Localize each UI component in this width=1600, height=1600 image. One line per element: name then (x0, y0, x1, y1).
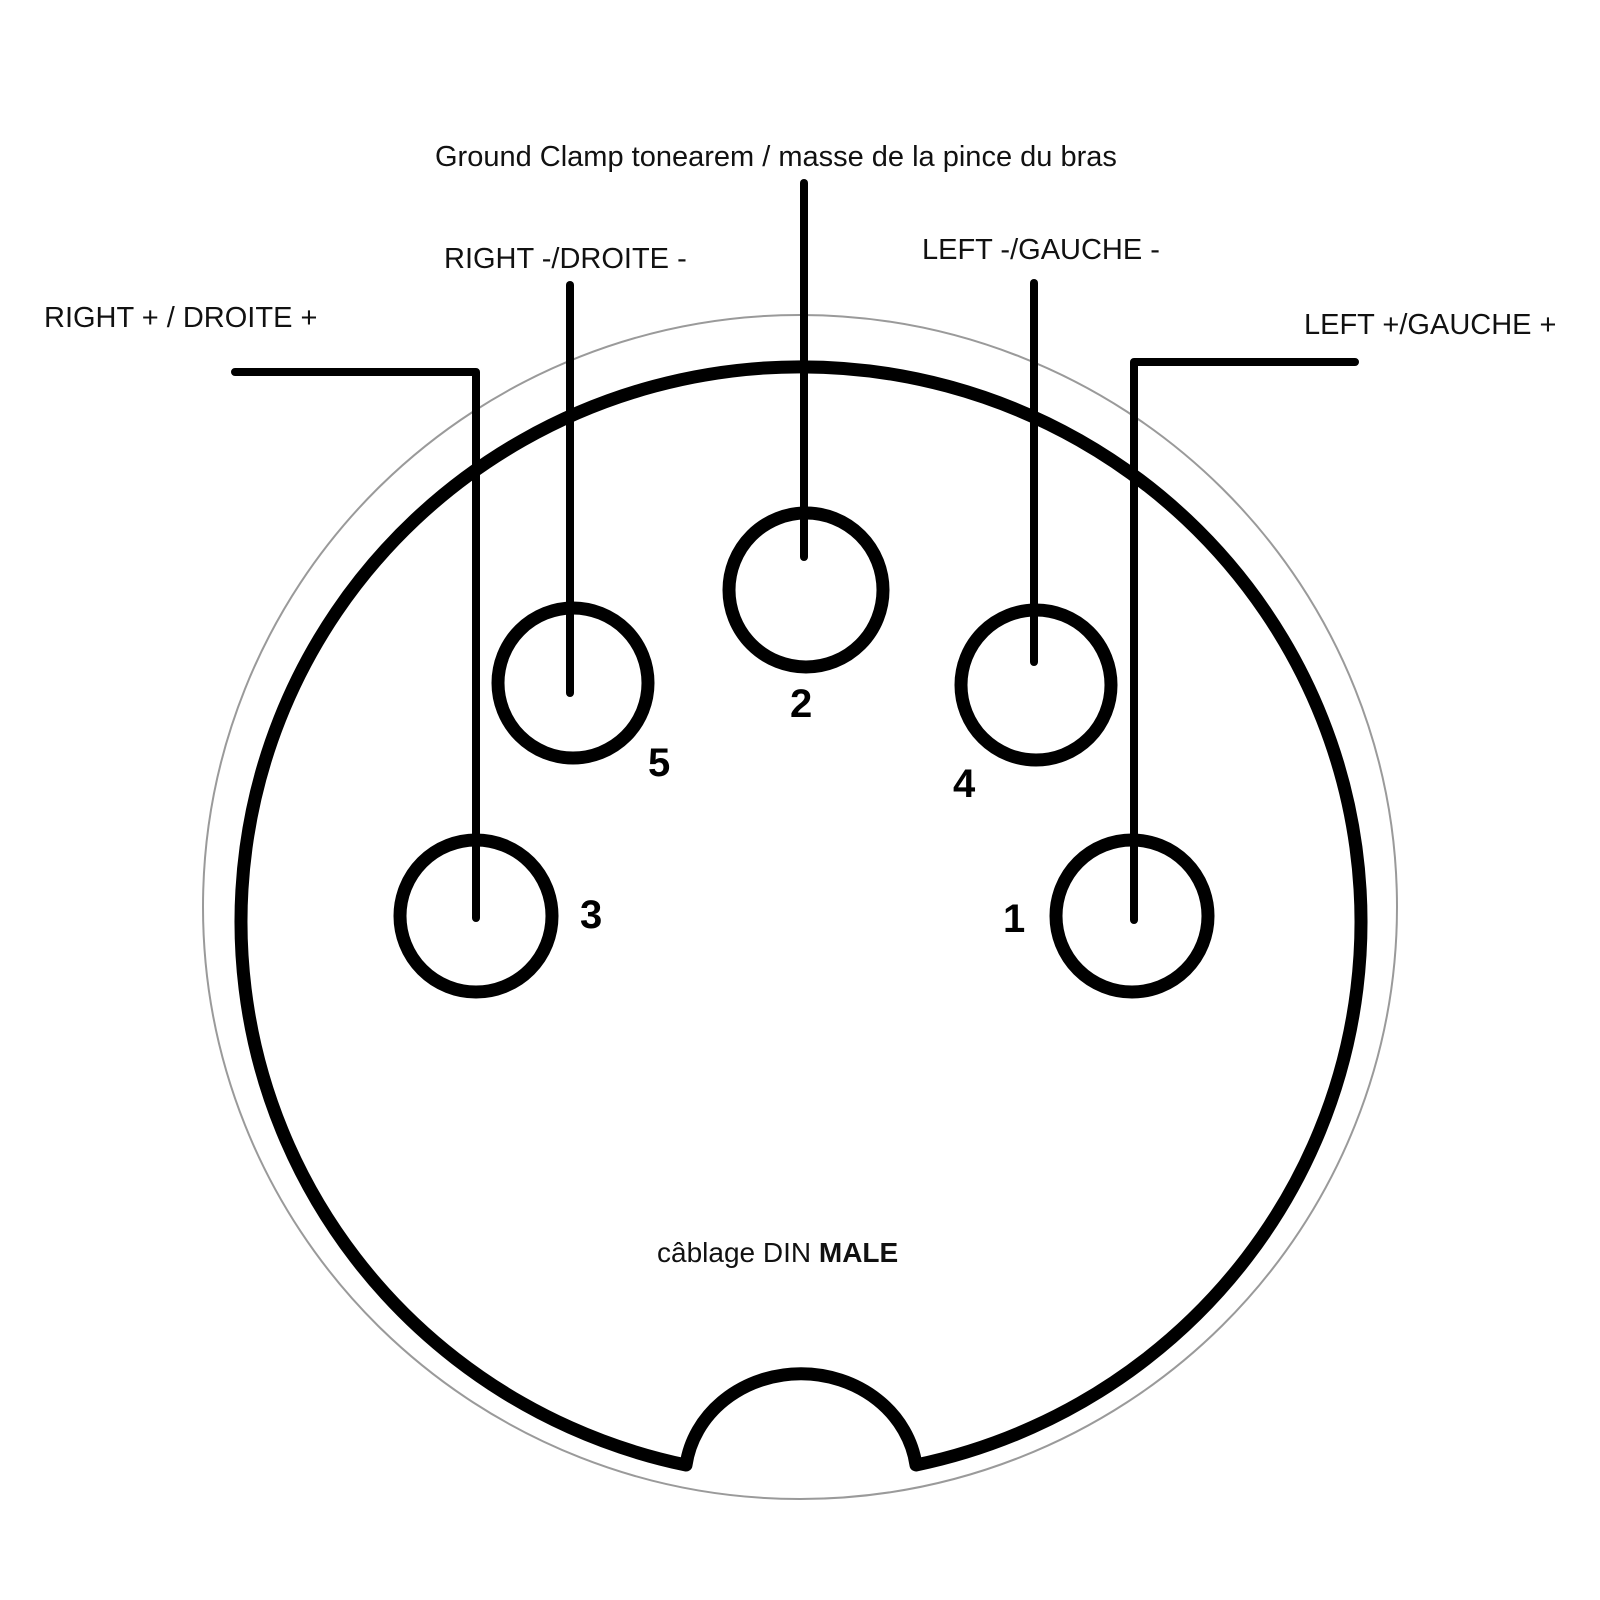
connector-shell-outline (234, 360, 1368, 1472)
caption-text: câblage DIN (657, 1237, 819, 1268)
label-left-minus: LEFT -/GAUCHE - (922, 234, 1160, 266)
diagram-caption: câblage DIN MALE (657, 1237, 898, 1268)
label-right-minus: RIGHT -/DROITE - (444, 243, 687, 275)
pin-number-3: 3 (580, 893, 602, 937)
label-right-plus: RIGHT + / DROITE + (44, 302, 317, 334)
pin-number-2: 2 (790, 682, 812, 726)
label-ground-clamp: Ground Clamp tonearem / masse de la pinc… (435, 141, 1117, 173)
pin-number-4: 4 (953, 762, 976, 806)
wire-pin-1-left-plus (1130, 358, 1359, 924)
pin-number-5: 5 (648, 741, 670, 785)
label-left-plus: LEFT +/GAUCHE + (1304, 309, 1557, 341)
wire-pin-3-right-plus (231, 368, 480, 922)
caption-bold-text: MALE (819, 1237, 898, 1268)
pin-number-1: 1 (1003, 897, 1025, 941)
